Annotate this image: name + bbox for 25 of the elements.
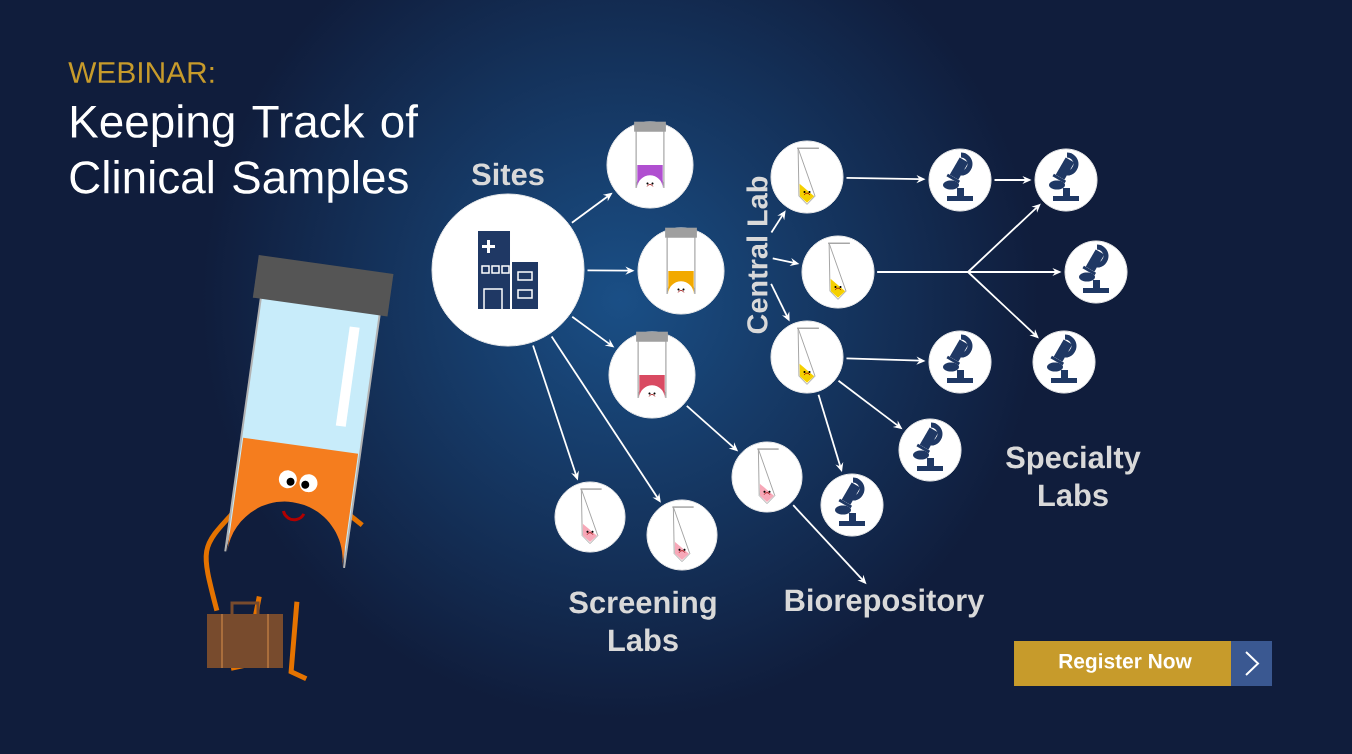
lab-circle [1064,240,1128,304]
register-button: Register Now [1014,641,1272,686]
category-label: Specialty Labs [1006,445,1141,507]
title: Keeping Track of Clinical Samples [70,104,418,203]
sample-circle [731,441,803,513]
sample-circle [646,499,718,571]
lab-circle [1032,330,1096,394]
sample-circle [606,121,694,209]
lab-circle [928,330,992,394]
sample-circle [770,140,844,214]
arrow [550,335,661,503]
webinar-label: WEBINAR: [68,62,214,83]
category-label: Central Lab [746,176,768,334]
node-heading: Sites [472,162,544,186]
category-label: Screening Labs [569,590,716,652]
sample-circle [801,235,875,309]
lab-circle [820,473,884,537]
sample-circle [608,331,696,419]
sample-circle [770,320,844,394]
lab-circle [1034,148,1098,212]
lab-circle [898,418,962,482]
sample-circle [554,481,626,553]
lab-circle [928,148,992,212]
category-label: Biorepository [785,588,985,618]
sample-circle [637,227,725,315]
